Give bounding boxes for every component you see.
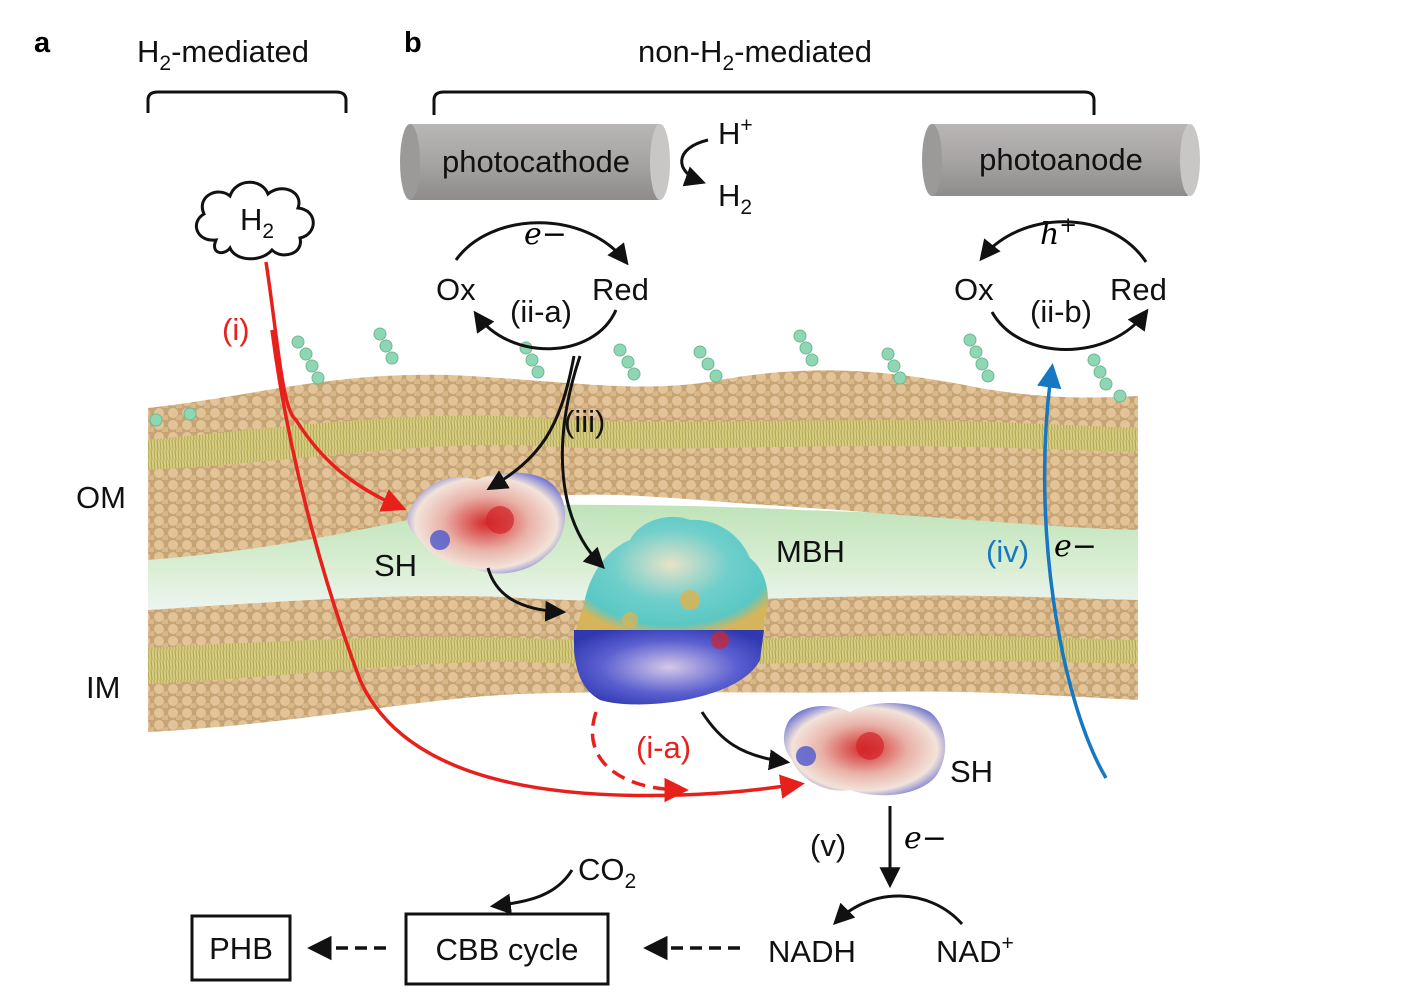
panel-b-brace: [432, 90, 1096, 115]
pathway-i-label: (i): [222, 312, 250, 347]
outer-membrane-tails: [148, 415, 1138, 470]
right-cycle-tag: (ii-b): [1030, 294, 1092, 329]
left-ox-label: Ox: [436, 272, 476, 307]
her-arrow: [680, 138, 709, 187]
pathway-iv-carrier: e−: [1054, 529, 1097, 564]
pathway-iv-arrow: [1037, 363, 1108, 779]
photoanode-electrode: photoanode: [922, 124, 1200, 196]
phb-label: PHB: [209, 931, 273, 966]
lps-chains: [149, 327, 1127, 427]
cloud-h2-label: H2: [240, 202, 274, 243]
panel-a-letter: a: [34, 27, 51, 59]
proton-label: H+: [718, 114, 753, 151]
right-red-label: Red: [1110, 272, 1167, 307]
pathway-iii-label: (iii): [564, 404, 605, 439]
mbh-label: MBH: [776, 534, 845, 569]
pathway-iv-label: (iv): [986, 534, 1029, 569]
outer-membrane: [148, 370, 1138, 560]
om-label: OM: [76, 480, 126, 515]
left-cycle-top-arrow: [454, 221, 629, 266]
panel-a-title: H2-mediated: [137, 34, 309, 75]
sh-lower-protein: [783, 703, 946, 796]
left-cycle-bottom-arrow: [473, 309, 618, 351]
pathway-i-a-label: (i-a): [636, 730, 691, 765]
left-red-label: Red: [592, 272, 649, 307]
sh-upper-protein: [407, 472, 566, 574]
pathway-iii-to-sh-upper: [486, 355, 576, 491]
h2-evolved-label: H2: [718, 178, 752, 219]
cbb-box: [404, 912, 610, 986]
right-carrier-label: h+: [1040, 213, 1077, 252]
photocathode-label: photocathode: [442, 144, 630, 179]
nad-reduction-arrow: [833, 894, 964, 925]
im-label: IM: [86, 670, 120, 705]
co2-label: CO2: [578, 852, 636, 893]
nadh-label: NADH: [768, 934, 856, 969]
nad-label: NAD+: [936, 932, 1014, 969]
pathway-i-to-sh-upper: [264, 261, 407, 512]
phb-box: [190, 914, 292, 982]
h2-cloud: H2: [194, 180, 315, 261]
right-cycle-top-arrow: [979, 220, 1148, 263]
photocathode-electrode: photocathode: [400, 124, 670, 200]
pathway-v-label: (v): [810, 828, 846, 863]
pathway-i-a-dashed: [590, 711, 689, 803]
co2-fixation-arrow: [489, 869, 574, 915]
right-ox-label: Ox: [954, 272, 994, 307]
sh-upper-to-mbh-arrow: [486, 567, 567, 622]
mbh-protein: [574, 516, 768, 705]
cbb-label: CBB cycle: [436, 932, 579, 967]
sh-lower-label: SH: [950, 754, 993, 789]
pathway-iii-to-mbh: [560, 355, 605, 569]
panel-a-brace: [146, 90, 348, 113]
panel-b-letter: b: [404, 27, 422, 59]
pathway-v-carrier: e−: [904, 821, 947, 856]
sh-upper-label: SH: [374, 548, 417, 583]
panel-b-title: non-H2-mediated: [638, 34, 872, 75]
right-cycle-bottom-arrow: [990, 308, 1149, 351]
pathway-i-to-sh-lower: [270, 329, 805, 799]
photoanode-label: photoanode: [979, 142, 1143, 177]
left-cycle-tag: (ii-a): [510, 294, 572, 329]
mbh-to-sh-lower-arrow: [700, 711, 791, 771]
